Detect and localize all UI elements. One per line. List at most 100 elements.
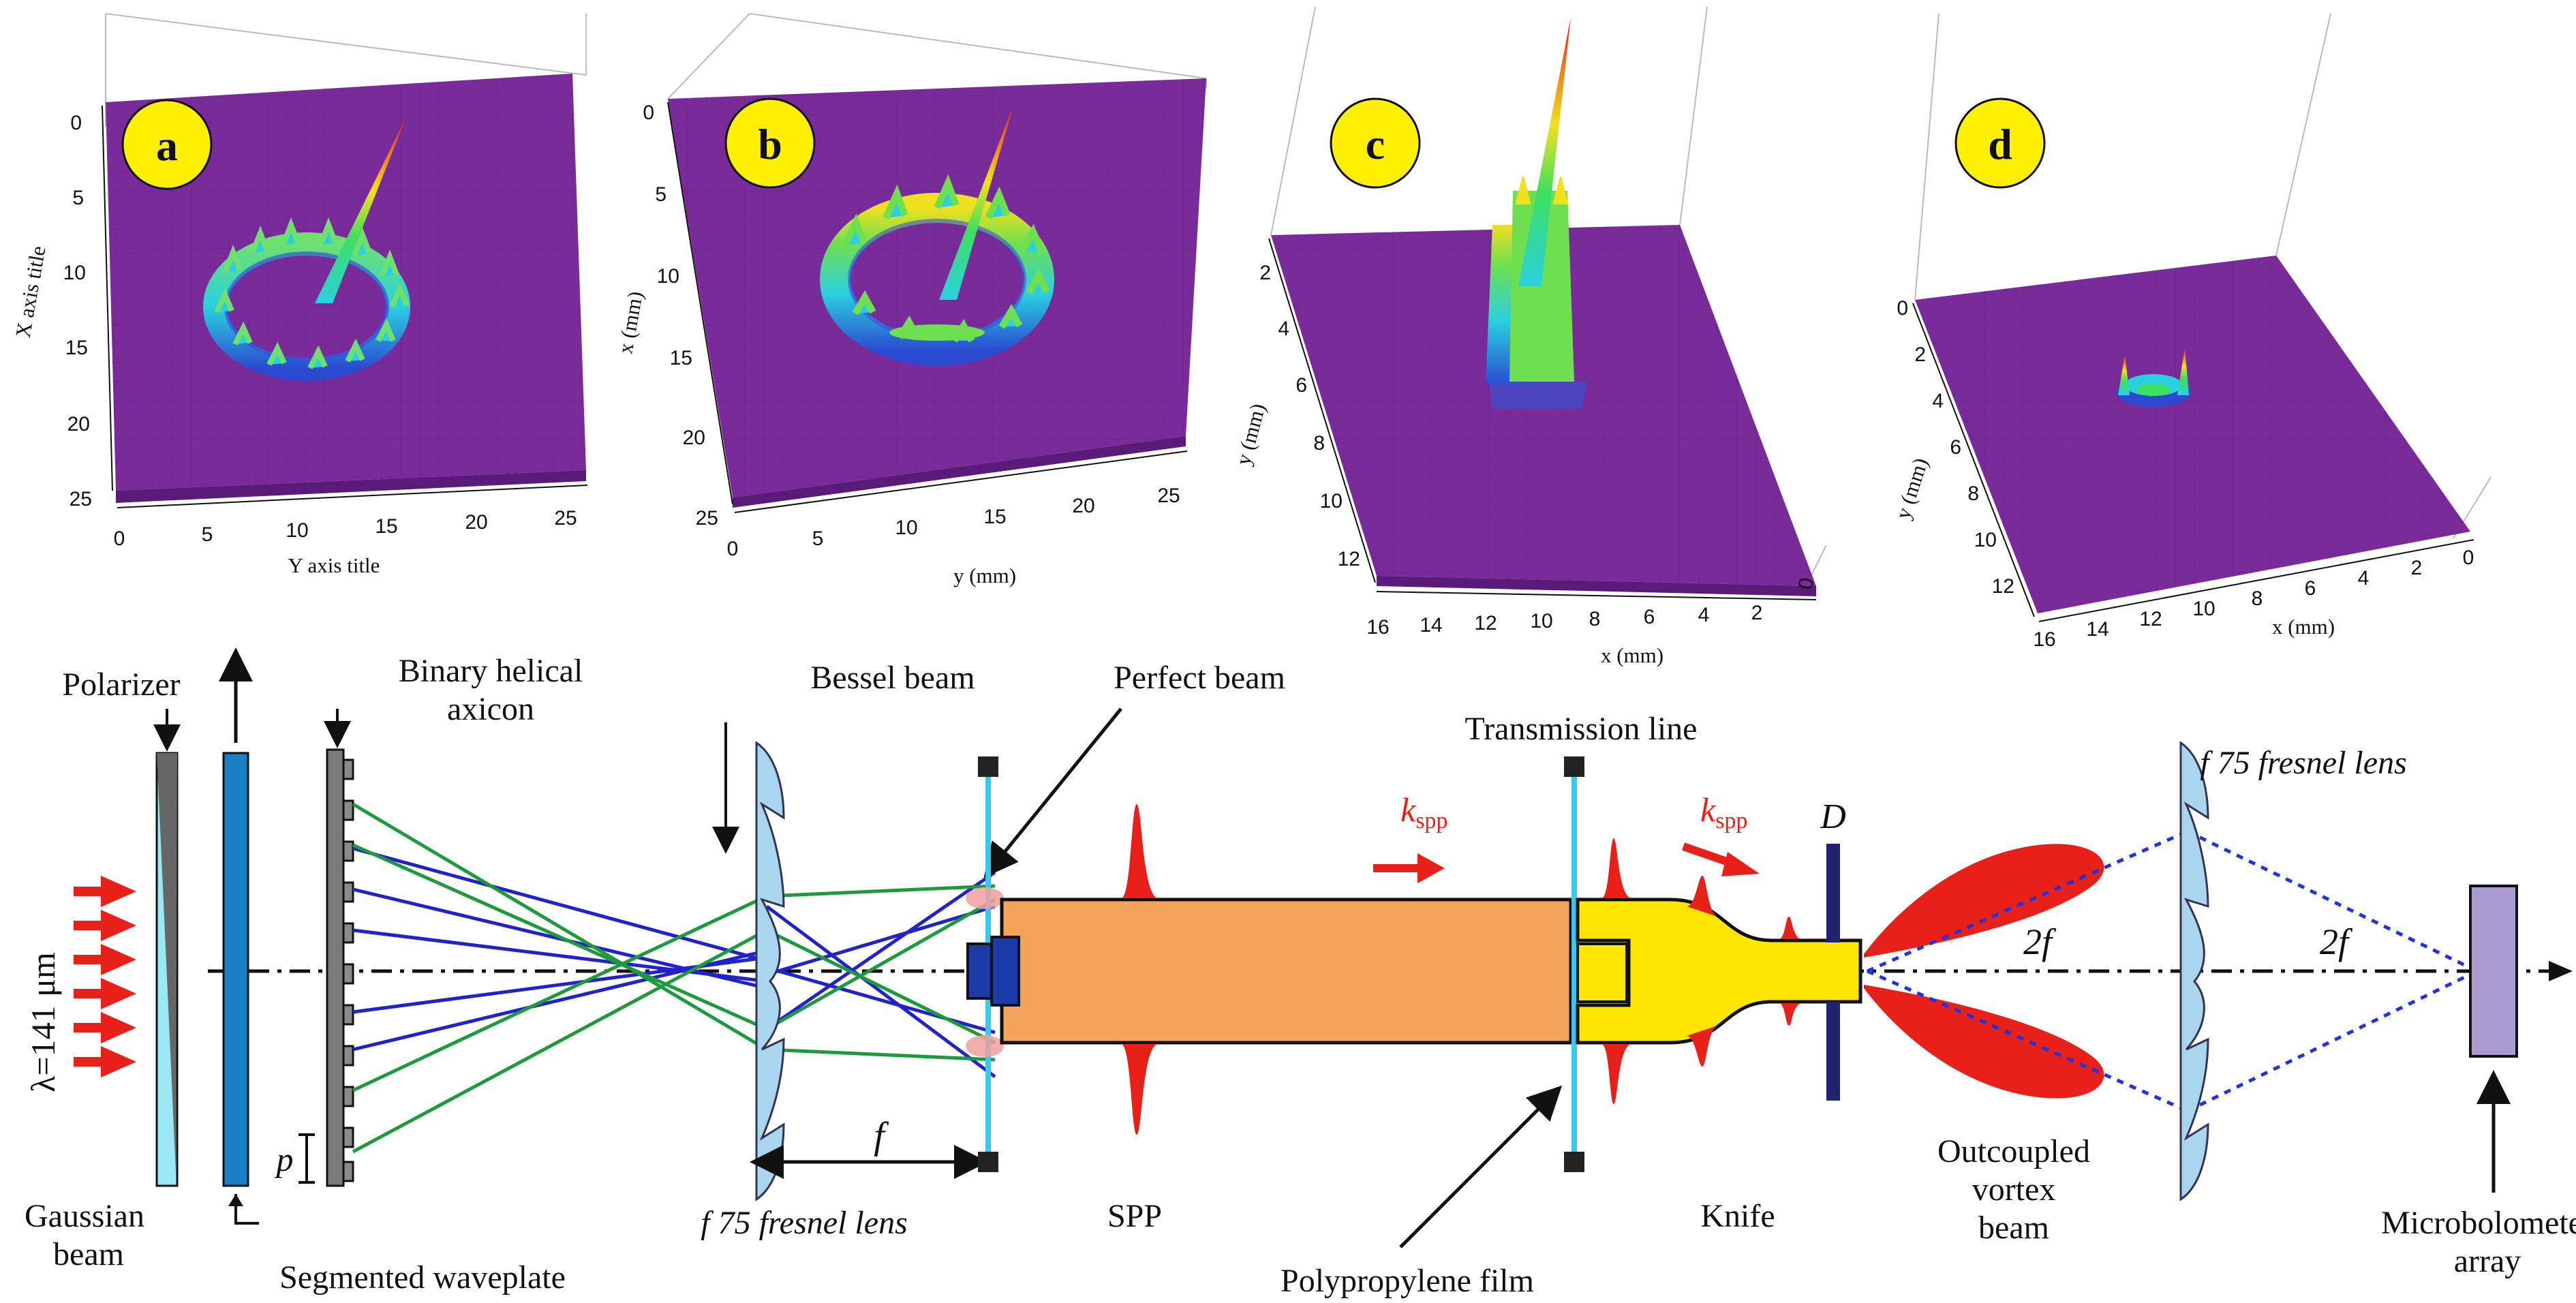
knife-label: Knife — [1700, 1198, 1775, 1234]
tick-label: 25 — [696, 507, 718, 530]
panel-d-xlabel: x (mm) — [2272, 615, 2335, 639]
tick-label: 12 — [1338, 548, 1360, 570]
tick-label: 4 — [1698, 604, 1710, 626]
green-rays — [352, 802, 996, 1154]
panel-c-peak — [1518, 17, 1571, 286]
period-label: p — [275, 1140, 294, 1178]
panel-a-badge: a — [121, 99, 213, 190]
tick-label: 15 — [670, 347, 692, 369]
panel-b-box — [667, 13, 1207, 99]
period-marker: p — [275, 1133, 315, 1184]
polarizer — [155, 752, 179, 1187]
tick-label: 0 — [70, 112, 82, 134]
panel-a-xlabel: Y axis title — [288, 553, 380, 577]
panel-a-yaxis: 0 5 10 15 20 25 X axis title — [11, 105, 113, 510]
coupler-block — [966, 936, 1020, 1007]
bessel-beam-label: Bessel beam — [810, 660, 975, 696]
tick-label: 0 — [1897, 297, 1908, 320]
polypropylene-pointer-arrow — [1399, 1085, 1563, 1248]
tick-label: 2 — [2411, 557, 2423, 579]
tick-label: 10 — [2192, 598, 2215, 620]
panel-b-letter: b — [758, 120, 782, 168]
fresnel-lens-2 — [2179, 741, 2209, 1201]
perfect-beam-spot — [966, 887, 1004, 1057]
tick-label: 20 — [1072, 495, 1094, 517]
perfect-beam-label: Perfect beam — [1114, 660, 1285, 696]
panel-a-xaxis: 0 5 10 15 20 25 Y axis title — [114, 485, 588, 577]
panel-b-xaxis: 0 5 10 15 20 25 y (mm) — [727, 450, 1188, 587]
k-spp-label-2: kspp — [1700, 791, 1747, 833]
tick-label: 15 — [375, 515, 397, 538]
tick-label: 8 — [1313, 432, 1325, 455]
tick-label: 25 — [554, 507, 577, 530]
tick-label: 2 — [1259, 262, 1271, 284]
incident-beam-arrows — [74, 876, 136, 1077]
outcoupled-lobes — [1864, 844, 2104, 1099]
panel-c-yaxis: 2 4 6 8 10 12 y (mm) — [1231, 238, 1376, 583]
panel-c-ylabel: y (mm) — [1231, 401, 1270, 467]
tick-label: 20 — [465, 511, 487, 534]
tick-label: 15 — [65, 337, 88, 359]
tick-label: 14 — [2086, 618, 2109, 641]
diaphragm-label: D — [1820, 797, 1846, 836]
gaussian-beam-label: Gaussian beam — [25, 1198, 153, 1272]
tick-label: 10 — [657, 265, 679, 288]
tick-label: 25 — [1157, 485, 1180, 507]
tick-label: 20 — [683, 427, 705, 449]
waveplate-pointer-arrow — [234, 1194, 259, 1225]
tick-label: 10 — [895, 517, 917, 539]
panel-b-ylabel: x (mm) — [613, 290, 647, 356]
spp-profile-top — [1121, 804, 1159, 898]
blue-rays — [352, 846, 996, 1079]
panel-b-xlabel: y (mm) — [953, 564, 1016, 587]
transmission-plate — [1564, 756, 1584, 1172]
tick-label: 6 — [1644, 606, 1655, 628]
k-spp-label-1: kspp — [1400, 791, 1447, 833]
panel-d-xaxis: 16 14 12 10 8 6 4 2 0 x (mm) — [2033, 539, 2474, 651]
two-f-label-1: 2f — [2023, 921, 2057, 962]
tick-label: 15 — [983, 506, 1006, 528]
panel-d-badge: d — [1954, 97, 2046, 189]
tick-label: 0 — [114, 527, 125, 550]
transmission-line-label: Transmission line — [1465, 711, 1698, 747]
focal-length-marker: f — [750, 1115, 988, 1179]
tick-label: 4 — [2358, 567, 2370, 589]
panel-c-xaxis: 16 14 12 10 8 6 4 2 0 x (mm) — [1366, 576, 1818, 667]
panel-b-badge: b — [724, 97, 816, 189]
panel-a: a 0 5 10 15 20 25 X axis title 0 5 10 15… — [11, 13, 588, 577]
tick-label: 4 — [1278, 318, 1289, 340]
polypropylene-film-label: Polypropylene film — [1281, 1263, 1534, 1299]
tick-label: 20 — [67, 413, 90, 435]
tick-label: 12 — [1474, 612, 1497, 634]
tick-label: 8 — [1589, 608, 1601, 630]
tick-label: 2 — [1914, 343, 1926, 366]
tick-label: 6 — [1950, 436, 1961, 459]
perfect-beam-pointer-arrow — [983, 707, 1122, 878]
panel-c-beam — [1486, 166, 1588, 409]
fresnel-lens-1 — [755, 741, 785, 1201]
tick-label: 10 — [63, 262, 86, 284]
panel-d-ylabel: y (mm) — [1890, 455, 1933, 522]
panel-b-ring — [820, 174, 1054, 366]
imaging-rays — [1867, 829, 2479, 1113]
diaphragm-bottom — [1826, 1002, 1840, 1101]
panel-b: b 0 5 10 15 20 25 x (mm) 0 5 10 15 20 25… — [613, 13, 1207, 587]
fresnel-lens-2-label: f 75 fresnel lens — [2200, 745, 2407, 781]
tick-label: 0 — [2463, 547, 2474, 569]
tick-label: 8 — [2252, 587, 2263, 610]
fresnel-lens-1-label: f 75 fresnel lens — [701, 1205, 908, 1241]
panel-a-ring — [203, 217, 410, 381]
tick-label: 6 — [1295, 374, 1307, 397]
segmented-waveplate-label: Segmented waveplate — [279, 1259, 566, 1296]
optical-axis-arrow-icon — [2549, 961, 2573, 981]
tick-label: 4 — [1932, 390, 1944, 412]
segmented-waveplate — [222, 752, 249, 1187]
tick-label: 5 — [72, 187, 84, 209]
panel-c-letter: c — [1366, 120, 1385, 168]
tick-label: 5 — [655, 183, 666, 206]
tick-label: 12 — [1992, 575, 2014, 598]
tick-label: 10 — [286, 519, 308, 542]
